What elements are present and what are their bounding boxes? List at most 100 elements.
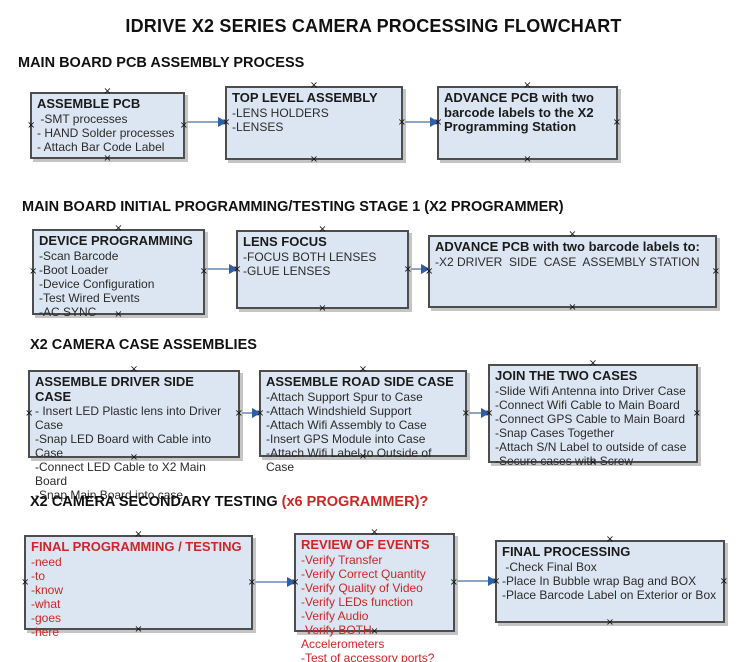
connection-point-icon: × [309,154,319,165]
box-item: -X2 DRIVER SIDE CASE ASSEMBLY STATION [435,254,700,269]
box-items: -Slide Wifi Antenna into Driver Case-Con… [495,384,691,468]
box-item: -Slide Wifi Antenna into Driver Case [495,383,686,398]
box-item: -goes [31,610,62,625]
connection-point-icon: × [397,117,406,128]
box-item: -Test of accessory ports? [301,650,435,662]
box-items: -LENS HOLDERS-LENSES [232,106,396,134]
connection-point-icon: × [692,407,701,419]
box-item: -SMT processes [37,111,128,126]
box-item: -Place Barcode Label on Exterior or Box [502,587,717,602]
box-title: ASSEMBLE PCB [37,96,141,111]
box-items: -Attach Support Spur to Case-Attach Wind… [266,390,460,474]
box-item: -Verify Correct Quantity [301,566,426,581]
box-item: -Check Final Box [502,559,597,574]
box-title: ADVANCE PCB with two barcode labels to t… [444,90,594,135]
connection-point-icon: × [103,153,112,164]
connector-line [405,121,432,123]
box-item: -Verify Audio [301,608,369,623]
page-title: IDRIVE X2 SERIES CAMERA PROCESSING FLOWC… [125,16,622,36]
box-advance-pcb-programming-station: × × × × ADVANCE PCB with two barcode lab… [434,81,621,165]
connection-point-icon: × [523,154,532,165]
connector-line [255,581,289,583]
box-item: -Verify BOTH Accelerometers [301,622,385,651]
connection-point-icon: × [318,303,327,314]
box-review-of-events: × × × × REVIEW OF EVENTS -Verify Transfe… [291,528,458,662]
connection-point-icon: × [605,617,615,628]
box-items: -FOCUS BOTH LENSES-GLUE LENSES [243,250,402,278]
arrow-head-icon [218,117,227,127]
box-item: - Insert LED Plastic lens into Driver Ca… [35,404,225,433]
box-item: -to [31,568,46,583]
box-item: -Attach Windshield Support [266,403,412,418]
box-title: ADVANCE PCB with two barcode labels to: [435,239,700,254]
box-title: FINAL PROCESSING [502,544,631,559]
arrow-head-icon [481,408,490,418]
connector-line [207,268,231,270]
box-join-the-two-cases: × × × × JOIN THE TWO CASES -Slide Wifi A… [485,359,701,468]
box-title: ASSEMBLE DRIVER SIDE CASE [35,374,194,404]
box-item: -Scan Barcode [39,248,119,263]
box-final-processing: × × × × FINAL PROCESSING -Check Final Bo… [492,535,728,628]
box-items: - Insert LED Plastic lens into Driver Ca… [35,404,233,502]
box-item: -GLUE LENSES [243,263,331,278]
box-title: ASSEMBLE ROAD SIDE CASE [266,374,454,389]
box-item: -LENSES [232,119,284,134]
connection-point-icon: × [234,408,243,419]
box-item: -Snap Cases Together [495,425,615,440]
box-title: TOP LEVEL ASSEMBLY [232,90,378,105]
box-assemble-pcb: × × × × ASSEMBLE PCB -SMT processes- HAN… [27,87,188,164]
section-heading-initial-programming: MAIN BOARD INITIAL PROGRAMMING/TESTING S… [22,199,564,215]
box-item: -AC SYNC [39,304,97,319]
box-item: -Attach Support Spur to Case [266,389,423,404]
box-assemble-driver-side-case: × × × × ASSEMBLE DRIVER SIDE CASE - Inse… [25,365,243,503]
box-item: -Attach Wifi Assembly to Case [266,417,427,432]
box-item: -Place In Bubble wrap Bag and BOX [502,573,697,588]
box-items: -need-to-know-what-goes-here [31,555,246,639]
box-item: -Boot Loader [39,262,109,277]
box-title: REVIEW OF EVENTS [301,537,430,552]
box-title: DEVICE PROGRAMMING [39,233,193,248]
box-advance-pcb-driver-side: × × × × ADVANCE PCB with two barcode lab… [425,230,720,313]
box-item: -Snap LED Board with Cable into Case [35,432,215,461]
arrow-head-icon [488,576,497,586]
box-item: -Snap Main Board into case [35,488,184,503]
arrow-head-icon [229,264,238,274]
connection-point-icon: × [25,408,34,419]
box-lens-focus: × × × × LENS FOCUS -FOCUS BOTH LENSES-GL… [233,225,412,314]
box-device-programming: × × × × DEVICE PROGRAMMING -Scan Barcode… [29,224,208,320]
box-item: -Connect LED Cable to X2 Main Board [35,460,210,489]
box-title: LENS FOCUS [243,234,327,249]
connection-point-icon: × [21,576,30,588]
box-item: -Connect Wifi Cable to Main Board [495,397,680,412]
box-final-programming-testing: × × × × FINAL PROGRAMMING / TESTING -nee… [21,530,256,639]
connection-point-icon: × [29,266,38,277]
box-item: -Verify LEDs function [301,594,414,609]
connector-line [411,268,423,270]
box-item: -Device Configuration [39,276,155,291]
connection-point-icon: × [568,302,577,313]
box-items: -Verify Transfer-Verify Correct Quantity… [301,553,448,662]
box-item: -LENS HOLDERS [232,105,329,120]
box-title: FINAL PROGRAMMING / TESTING [31,539,242,554]
arrow-head-icon [287,577,296,587]
connector-line [187,121,220,123]
section-heading-black-part: X2 CAMERA SECONDARY TESTING [30,494,282,510]
box-item: -Verify Transfer [301,552,383,567]
connection-point-icon: × [612,117,621,128]
connection-point-icon: × [449,576,458,588]
arrow-head-icon [421,264,430,274]
box-item: -Attach S/N Label to outside of case [495,439,687,454]
box-item: -here [31,624,60,639]
box-item: - Attach Bar Code Label [37,139,165,154]
arrow-head-icon [430,117,439,127]
section-heading-secondary-testing: X2 CAMERA SECONDARY TESTING (x6 PROGRAMM… [30,494,428,510]
box-item: -Test Wired Events [39,290,140,305]
connector-line [457,580,490,582]
arrow-head-icon [252,408,261,418]
box-top-level-assembly: × × × × TOP LEVEL ASSEMBLY -LENS HOLDERS… [222,81,406,165]
section-heading-case-assemblies: X2 CAMERA CASE ASSEMBLIES [30,337,257,353]
connection-point-icon: × [719,575,728,587]
connector-line [242,412,254,414]
box-items: -Check Final Box-Place In Bubble wrap Ba… [502,560,718,602]
box-item: -Verify Quality of Video [301,580,423,595]
